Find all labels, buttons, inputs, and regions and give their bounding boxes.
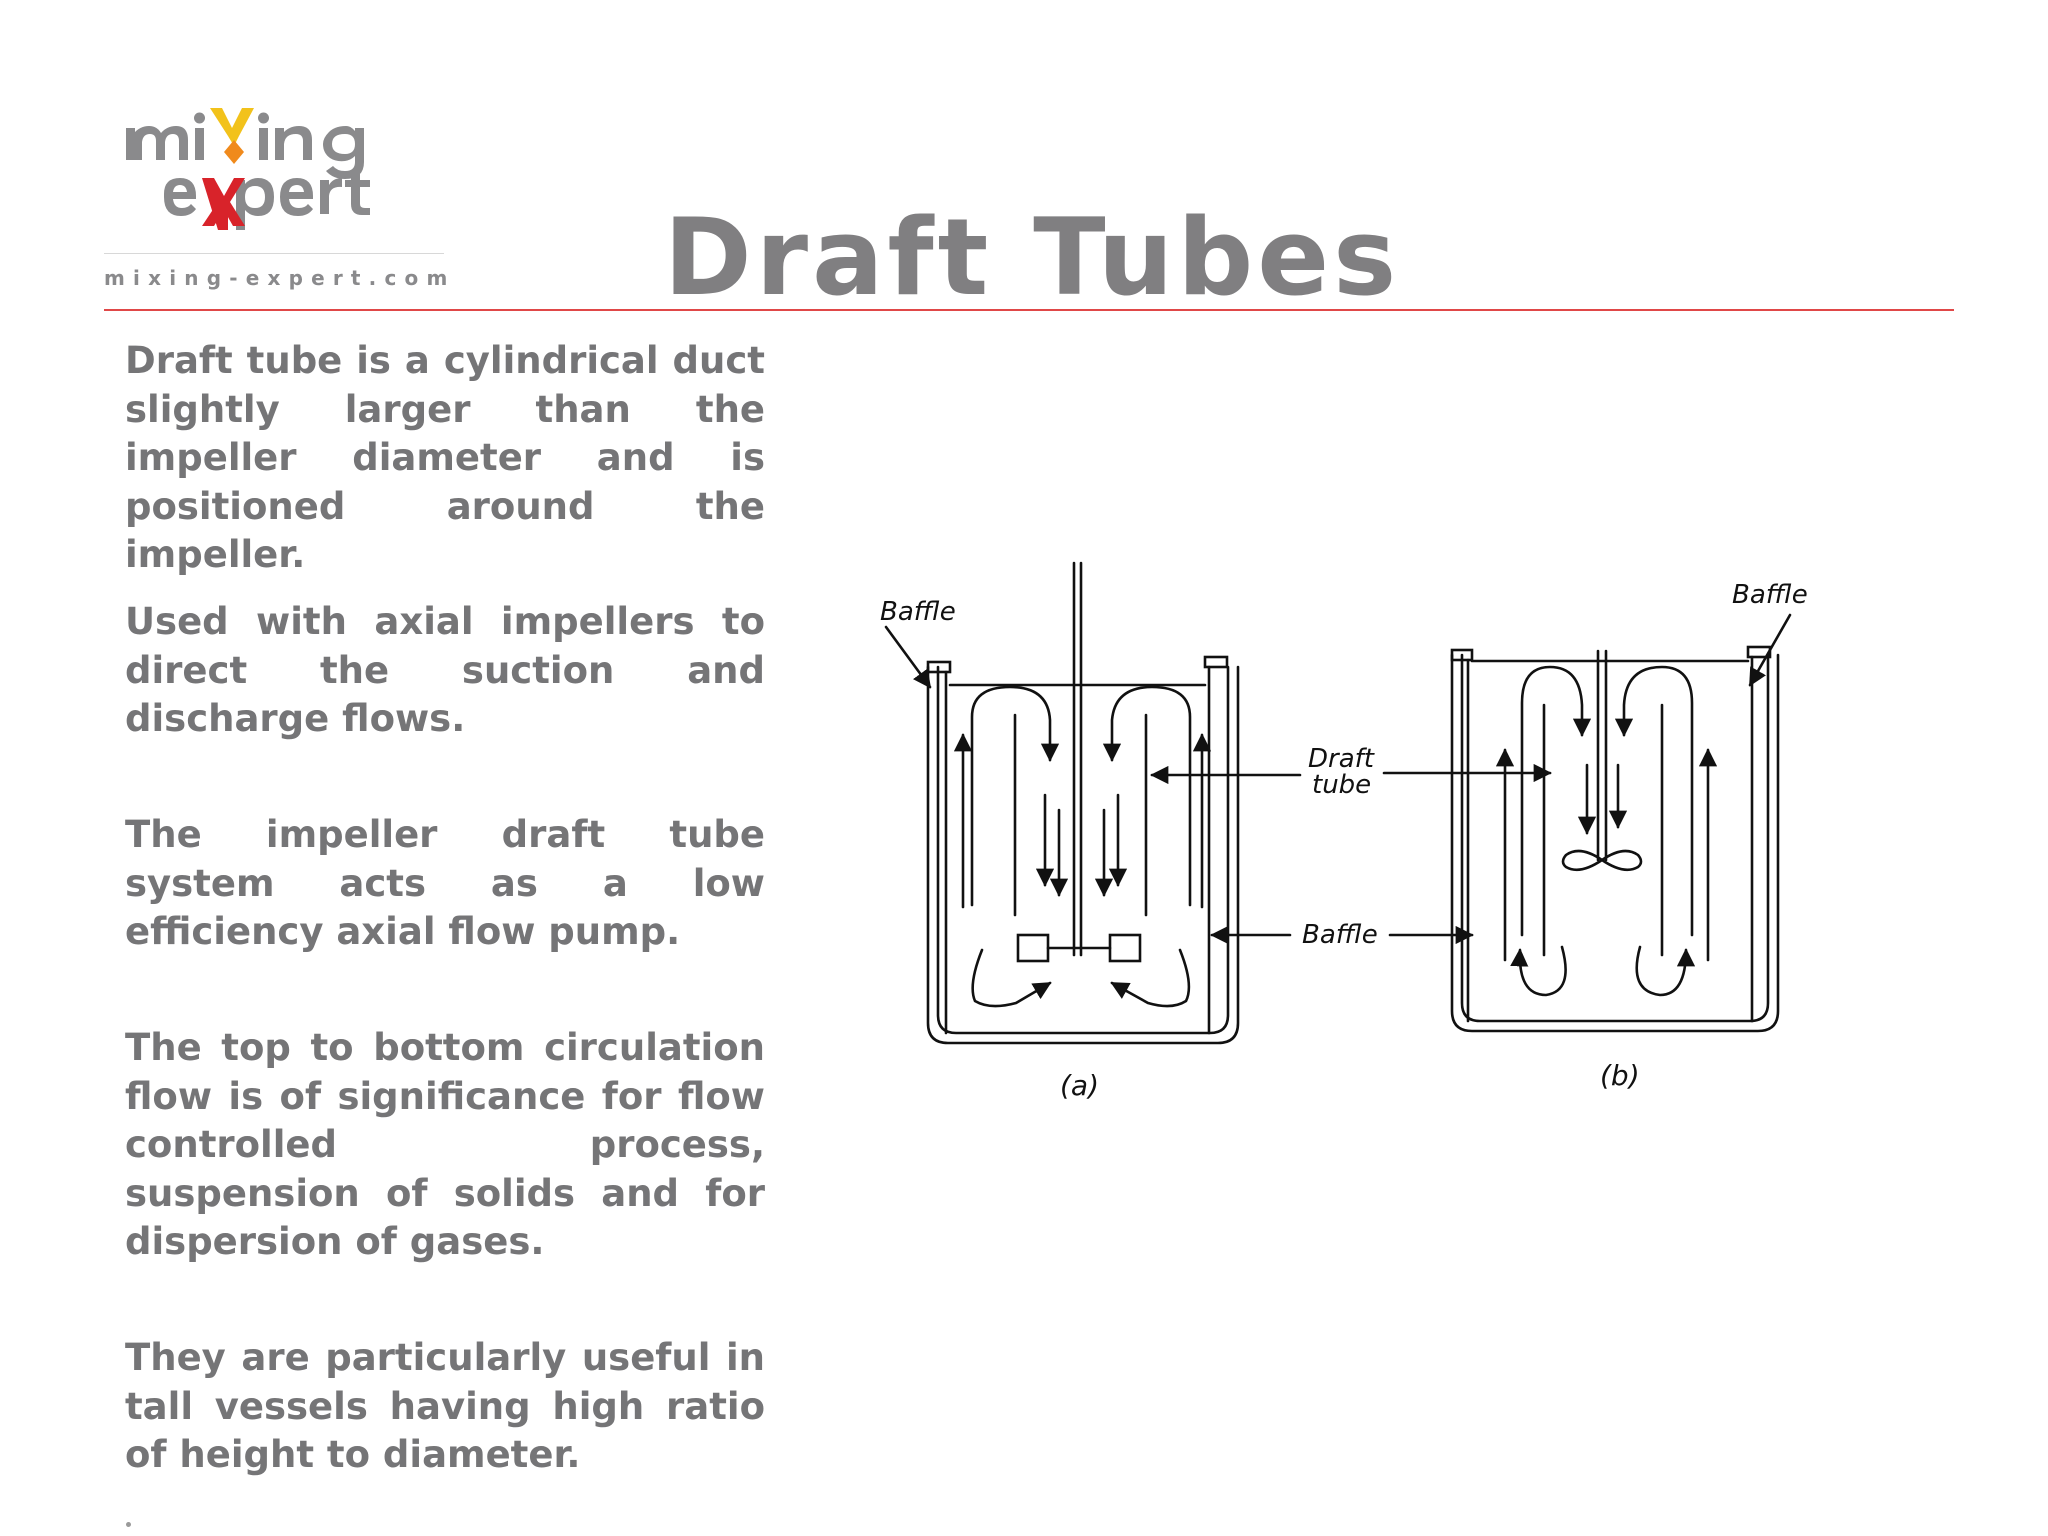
label-leaders (884, 613, 1792, 945)
paragraph-4: The top to bottom circulation flow is of… (125, 1026, 765, 1263)
label-baffle-mid: Baffle (1302, 920, 1378, 950)
stray-bullet-dot (126, 1522, 131, 1527)
paragraph-3: The impeller draft tube system acts as a… (125, 813, 765, 953)
vessel-a (926, 561, 1240, 1045)
logo-url-text: mixing-expert.com (104, 266, 456, 290)
caption-a: (a) (1060, 1069, 1099, 1102)
vessel-b (1450, 645, 1780, 1033)
paragraph-5: They are particularly useful in tall ves… (125, 1336, 765, 1476)
label-tube: tube (1312, 770, 1371, 800)
title-divider (104, 309, 1954, 311)
page-title: Draft Tubes (663, 196, 1401, 319)
label-baffle-right: Baffle (1732, 580, 1808, 610)
logo-mark (104, 108, 444, 254)
paragraph-1: Draft tube is a cylindrical duct slightl… (125, 339, 765, 576)
draft-tube-diagram: Baffle Baffle Draft tube Baffle (a) (b) (860, 555, 1840, 1115)
label-baffle-left: Baffle (880, 597, 956, 627)
label-draft: Draft (1308, 744, 1375, 774)
draft-tube-figure: Baffle Baffle Draft tube Baffle (a) (b) (880, 561, 1808, 1102)
mixing-expert-logo: mixing-expert.com (104, 98, 464, 298)
paragraph-2: Used with axial impellers to direct the … (125, 600, 765, 740)
caption-b: (b) (1600, 1059, 1640, 1092)
